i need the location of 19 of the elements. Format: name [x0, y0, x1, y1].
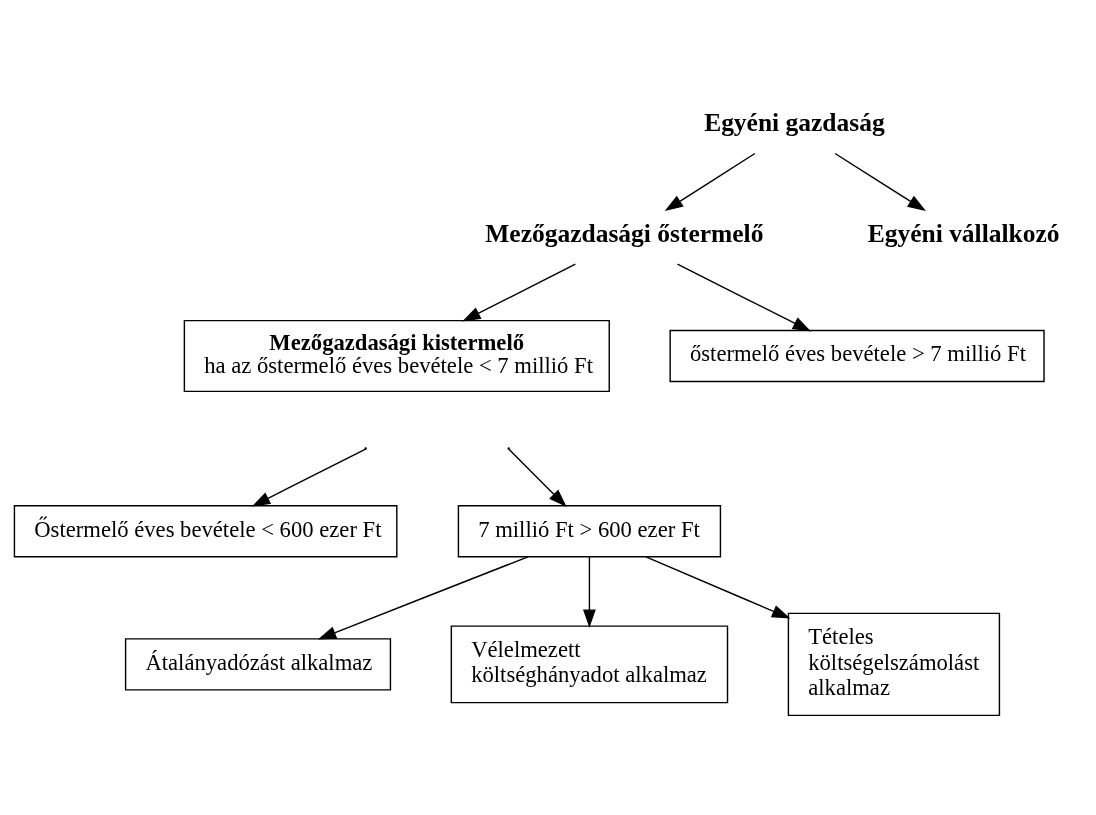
arrow — [645, 556, 791, 619]
node-text: Egyéni vállalkozó — [867, 218, 1060, 248]
arrow — [664, 152, 756, 212]
node-text: Egyéni gazdaság — [704, 108, 885, 138]
arrow — [251, 448, 367, 507]
node-box: 7 millió Ft > 600 ezer Ft — [457, 505, 722, 558]
node-box: Vélelmezett költséghányadot alkalmaz — [450, 625, 729, 704]
arrow — [834, 152, 926, 212]
arrow — [462, 263, 577, 322]
arrow — [317, 556, 529, 640]
node-box: Átalányadózást alkalmaz — [124, 638, 392, 691]
node-box: Tételes költségelszámolást alkalmaz — [787, 612, 1001, 717]
arrow — [508, 448, 567, 508]
arrow — [582, 556, 596, 628]
arrow — [676, 263, 812, 332]
node-box: Mezőgazdasági kistermelő ha az őstermelő éves bevétele < 7 millió Ft — [183, 319, 610, 393]
node-box: őstermelő éves bevétele > 7 millió Ft — [669, 329, 1045, 383]
node-text: Mezőgazdasági őstermelő — [485, 218, 764, 248]
node-box: Őstermelő éves bevétele < 600 ezer Ft — [13, 505, 398, 558]
